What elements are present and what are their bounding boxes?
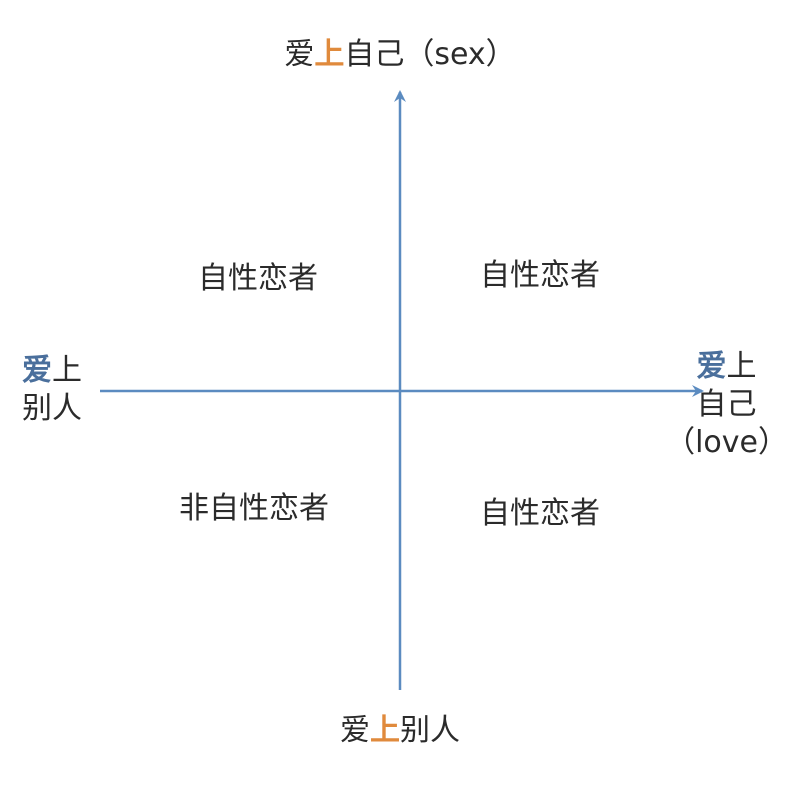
axis-label-top-highlight: 上: [314, 37, 345, 72]
quadrant-top-right-label: 自性恋者: [480, 258, 600, 293]
axis-label-left: 爱上 别人: [22, 352, 82, 428]
axis-label-right-line3: （love）: [665, 425, 788, 460]
axis-label-top-after: 自己（sex）: [344, 37, 516, 72]
axis-label-right-highlight: 爱: [696, 349, 727, 384]
axis-label-right-line1-rest: 上: [726, 349, 757, 384]
axis-label-left-line1: 爱上: [22, 352, 82, 390]
axis-label-right-line2: 自己: [696, 387, 757, 422]
axis-label-top: 爱上自己（sex）: [0, 36, 800, 74]
axis-label-left-line2: 别人: [22, 391, 82, 426]
axis-label-right-line1: 爱上: [665, 348, 788, 386]
quadrant-bottom-right-label: 自性恋者: [480, 496, 600, 531]
axis-label-left-line1-rest: 上: [52, 353, 82, 388]
axis-label-bottom-highlight: 上: [370, 713, 400, 748]
quadrant-bottom-left-label: 非自性恋者: [179, 491, 329, 526]
axis-label-top-before: 爱: [284, 37, 315, 72]
quadrant-top-left-label: 自性恋者: [198, 261, 318, 296]
axis-label-bottom: 爱上别人: [0, 712, 800, 750]
axis-label-right: 爱上 自己 （love）: [665, 348, 788, 462]
axis-label-bottom-after: 别人: [400, 713, 460, 748]
axis-label-bottom-before: 爱: [340, 713, 370, 748]
axis-label-left-highlight: 爱: [22, 353, 52, 388]
